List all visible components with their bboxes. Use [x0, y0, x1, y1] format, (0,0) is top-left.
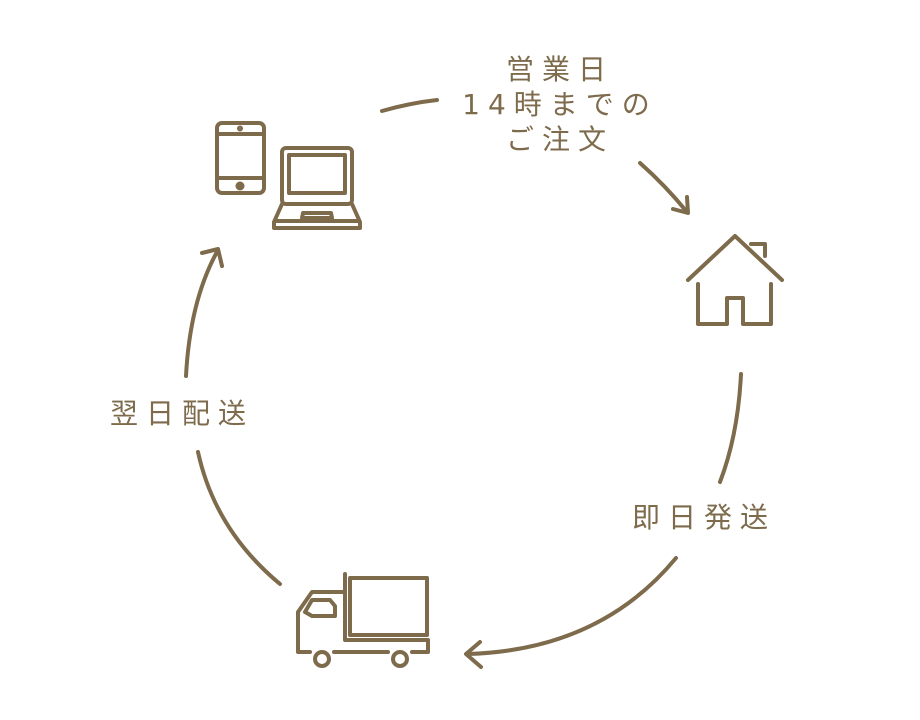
- label-order-line-3: ご注文: [505, 123, 614, 156]
- arrow-order-to-home: [380, 98, 690, 215]
- label-order-line-2: 14時までの: [462, 88, 658, 121]
- label-order-line-1: 営業日: [505, 53, 614, 86]
- label-order-deadline: 営業日 14時までの ご注文: [455, 52, 665, 157]
- arrow-home-to-ship: [718, 372, 743, 484]
- arrow-truck-to-next: [196, 450, 282, 586]
- truck-icon: [296, 572, 430, 668]
- label-next-day-delivery: 翌日配送: [110, 397, 255, 430]
- laptop-icon: [272, 146, 362, 230]
- arrow-next-to-order: [184, 247, 224, 378]
- house-icon: [686, 234, 784, 326]
- smartphone-icon: [215, 121, 266, 195]
- arrow-ship-to-truck: [464, 556, 678, 669]
- label-same-day-shipping: 即日発送: [632, 501, 777, 534]
